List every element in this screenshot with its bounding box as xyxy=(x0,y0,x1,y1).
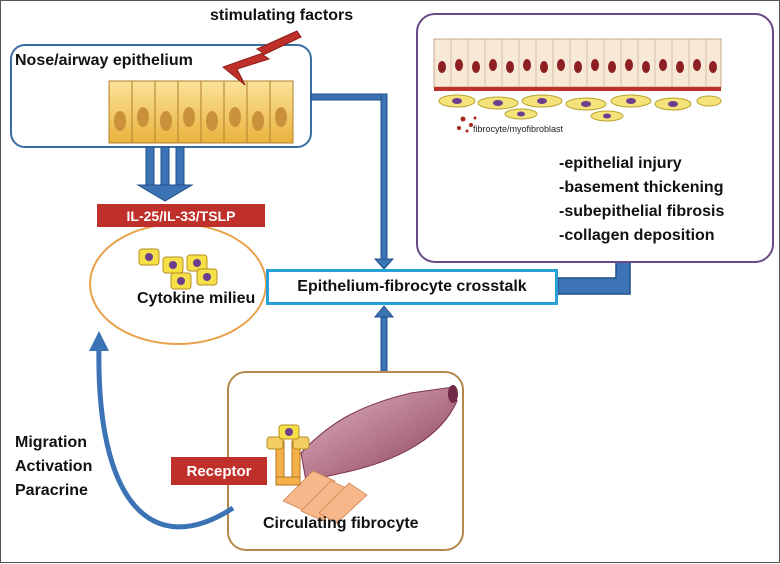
outcome-item: -collagen deposition xyxy=(559,227,715,244)
outcome-item: -epithelial injury xyxy=(559,155,682,172)
circulating-fibrocyte-label: Circulating fibrocyte xyxy=(263,515,419,532)
crosstalk-box: Epithelium-fibrocyte crosstalk xyxy=(266,269,558,305)
outcome-list: -epithelial injury -basement thickening … xyxy=(559,152,724,248)
fibrocyte-myofibroblast-label: fibrocyte/myofibroblast xyxy=(473,124,564,134)
lightning-bolt-icon xyxy=(221,30,302,86)
process-item: Migration xyxy=(15,434,87,451)
cytokine-milieu-label: Cytokine milieu xyxy=(137,290,256,307)
nose-epithelium-label: Nose/airway epithelium xyxy=(15,52,193,69)
receptor-badge: Receptor xyxy=(171,457,267,485)
cytokines-badge: IL-25/IL-33/TSLP xyxy=(97,204,265,227)
epithelium-to-crosstalk-arrow xyxy=(310,93,395,270)
blood-vessel-illustration xyxy=(282,385,458,524)
fibrocyte-to-crosstalk-arrow xyxy=(373,305,395,380)
outcome-item: -basement thickening xyxy=(559,179,724,196)
process-item: Activation xyxy=(15,458,93,475)
tissue-illustration xyxy=(433,38,722,133)
triple-down-arrow xyxy=(136,146,194,202)
feedback-curved-arrow xyxy=(89,331,235,530)
cytokine-cells xyxy=(138,248,218,290)
process-item: Paracrine xyxy=(15,482,88,499)
process-list: Migration Activation Paracrine xyxy=(15,431,92,503)
receptor-icon xyxy=(266,424,310,486)
stimulating-factors-label: stimulating factors xyxy=(210,7,354,24)
epithelial-cells xyxy=(108,80,294,144)
outcome-item: -subepithelial fibrosis xyxy=(559,203,725,220)
